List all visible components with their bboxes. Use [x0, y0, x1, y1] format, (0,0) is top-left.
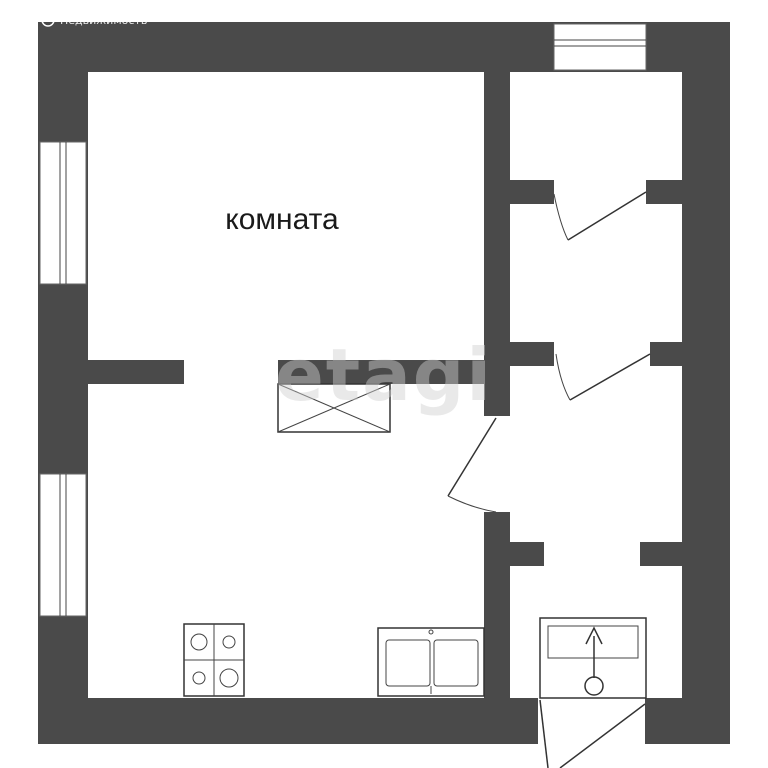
closet-wall-left: [510, 180, 554, 204]
window-left-upper: [39, 141, 87, 285]
door-room-to-hall: [447, 417, 497, 513]
etagi-watermark: etagi: [275, 333, 493, 417]
watermark-text: Недвижимость: [60, 14, 147, 27]
windows: [39, 23, 647, 617]
ventilation-shaft-icon: [277, 383, 391, 433]
left-wall: [38, 22, 88, 744]
bottom-wall-left: [38, 698, 538, 744]
partition-vertical-mid: [484, 342, 510, 416]
partition-vertical-lower: [484, 512, 510, 698]
partition-vertical-upper: [484, 72, 510, 342]
hall-wall-right: [640, 542, 682, 566]
right-wall: [682, 22, 730, 744]
window-top-right: [553, 23, 647, 71]
door-closet: [553, 191, 647, 241]
bath-wall-right: [650, 342, 682, 366]
room-divider-left: [88, 360, 184, 384]
room-label-komnata: комната: [225, 203, 339, 236]
hall-wall-left: [510, 542, 544, 566]
stove-icon: [183, 623, 245, 697]
bathtub-icon: [539, 617, 647, 699]
room-divider-right: [278, 360, 484, 384]
top-left-watermark: Недвижимость: [41, 13, 147, 27]
double-sink-icon: [377, 627, 485, 697]
closet-wall-right: [646, 180, 682, 204]
window-left-lower: [39, 473, 87, 617]
interior-walls: [88, 72, 682, 698]
door-bathroom: [555, 353, 651, 401]
door-entrance: [539, 699, 646, 768]
doors: [447, 191, 651, 768]
bath-wall-left: [510, 342, 554, 366]
watermark-logo-icon: [41, 13, 55, 27]
